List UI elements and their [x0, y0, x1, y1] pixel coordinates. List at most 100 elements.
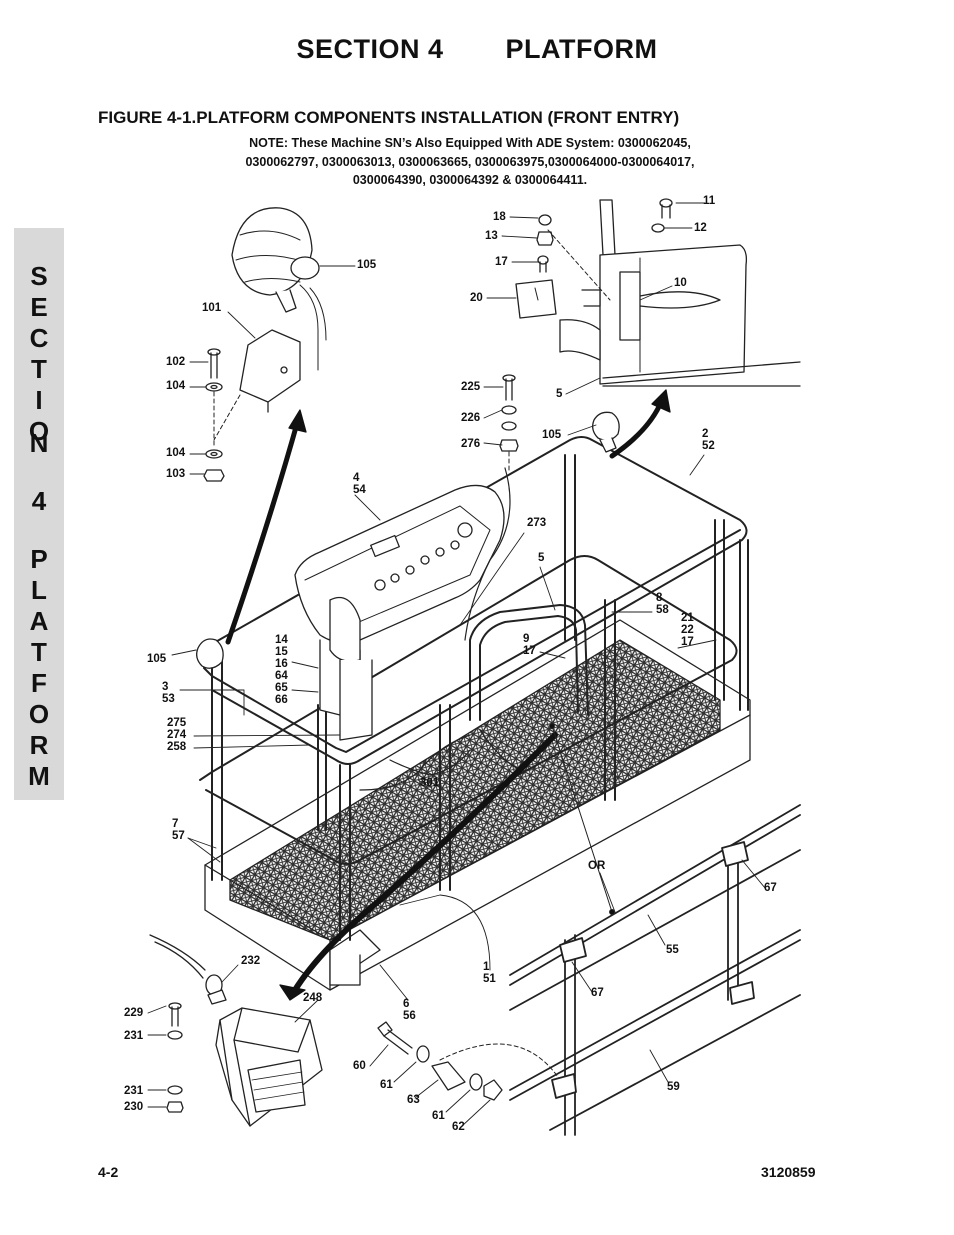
callout-63: 63	[407, 1094, 420, 1106]
transfer-arrow-left	[225, 409, 307, 645]
control-box	[294, 484, 505, 741]
tab-letter: F	[31, 668, 47, 698]
washer-104b	[205, 449, 223, 459]
callout-12: 12	[694, 222, 707, 234]
callout-104: 104	[166, 380, 186, 392]
tab-letter: O	[28, 416, 50, 446]
section-title: SECTION 4 PLATFORM	[0, 34, 954, 65]
tab-letter: 4	[31, 486, 47, 516]
rear-railing-55	[509, 804, 801, 1136]
gate-latch-detail	[559, 199, 801, 387]
figure-note: NOTE: These Machine SN’s Also Equipped W…	[120, 134, 820, 190]
callout-248: 248	[303, 992, 323, 1004]
callout-14-66: 14 15 16 64 65 66	[275, 634, 288, 706]
bolt-11-washer-12	[651, 198, 673, 233]
entry-gate-bar	[469, 604, 589, 721]
tab-letter: T	[31, 354, 47, 384]
figure-title: FIGURE 4-1.PLATFORM COMPONENTS INSTALLAT…	[98, 108, 680, 127]
platform-floor-grating	[229, 639, 721, 941]
callout-225: 225	[461, 381, 481, 393]
callout-3-53: 3 53	[162, 681, 175, 705]
washer-104a	[205, 382, 223, 392]
platform-beacon-left	[196, 638, 224, 669]
assembly-line	[547, 229, 611, 301]
callout-231: 231	[124, 1085, 144, 1097]
callout-7-57: 7 57	[172, 818, 185, 842]
callout-275-274-258: 275 274 258	[167, 717, 187, 753]
tab-letter: C	[29, 323, 49, 353]
callout-1-51: 1 51	[483, 961, 496, 985]
callout-11: 11	[703, 195, 716, 207]
footswitch	[215, 1007, 323, 1127]
callout-20: 20	[470, 292, 483, 304]
callout-273: 273	[527, 517, 547, 529]
callout-67: 67	[591, 987, 604, 999]
callout-13: 13	[485, 230, 498, 242]
callout-232: 232	[241, 955, 261, 967]
bolt-225-stack	[499, 374, 519, 471]
tab-letter: A	[29, 606, 49, 636]
cable-harness	[359, 467, 521, 791]
callout-301: 301	[420, 777, 440, 789]
nut-103	[203, 469, 225, 482]
callout-104: 104	[166, 447, 186, 459]
callout-62: 62	[452, 1121, 465, 1133]
tab-letter: R	[29, 730, 49, 760]
callout-231: 231	[124, 1030, 144, 1042]
assembly-line	[213, 391, 241, 449]
transfer-arrow-footswitch	[279, 732, 558, 1001]
pin-assembly	[377, 1021, 561, 1101]
callout-21-22-17: 21 22 17	[681, 612, 694, 648]
callout-276: 276	[461, 438, 481, 450]
platform-base-frame	[204, 619, 751, 991]
callout-4-54: 4 54	[353, 472, 366, 496]
callout-5: 5	[538, 552, 545, 564]
page-number: 4-2	[98, 1164, 119, 1180]
callout-6-56: 6 56	[403, 998, 416, 1022]
leader-lines	[147, 202, 766, 1127]
tab-letter: S	[30, 261, 48, 291]
note-line: 0300062797, 0300063013, 0300063665, 0300…	[245, 154, 695, 169]
plate-20	[515, 279, 557, 319]
callout-2-52: 2 52	[702, 428, 715, 452]
tab-letter: I	[35, 385, 43, 415]
hardware-18-13-17	[536, 214, 554, 273]
callout-or: OR	[588, 860, 606, 872]
callout-105: 105	[357, 259, 377, 271]
callout-5: 5	[556, 388, 563, 400]
callout-229: 229	[124, 1007, 144, 1019]
callout-59: 59	[667, 1081, 680, 1093]
note-line: 0300064390, 0300064392 & 0300064411.	[352, 173, 588, 187]
tab-letter: E	[30, 292, 48, 322]
note-line: NOTE: These Machine SN’s Also Equipped W…	[249, 136, 691, 150]
tab-letter: N	[29, 428, 49, 458]
tab-letter: T	[31, 637, 47, 667]
footswitch-connector-232	[149, 934, 227, 1005]
callout-55: 55	[666, 944, 679, 956]
callout-105: 105	[542, 429, 562, 441]
callout-61: 61	[432, 1110, 445, 1122]
callout-102: 102	[166, 356, 186, 368]
tab-letter: L	[31, 575, 47, 605]
callout-67: 67	[764, 882, 777, 894]
callout-18: 18	[493, 211, 506, 223]
tab-letter: O	[28, 699, 50, 729]
callout-226: 226	[461, 412, 481, 424]
beacon-light-assembly	[231, 207, 327, 371]
callout-10: 10	[674, 277, 687, 289]
footswitch-cable-301	[389, 749, 471, 776]
callout-230: 230	[124, 1101, 144, 1113]
callout-8-58: 8 58	[656, 592, 669, 616]
tab-letter: M	[28, 761, 50, 791]
section-side-tab: S E C T I O N 4 P L A T F O R M	[14, 228, 64, 800]
callout-60: 60	[353, 1060, 366, 1072]
callout-9-17: 9 17	[523, 633, 536, 657]
section-name: PLATFORM	[505, 34, 658, 64]
document-number: 3120859	[761, 1164, 816, 1180]
platform-railing	[199, 436, 749, 941]
platform-beacon-right	[592, 411, 620, 453]
bolt-102	[207, 348, 221, 379]
section-number: SECTION 4	[296, 34, 444, 64]
transfer-arrow-right	[609, 389, 671, 459]
